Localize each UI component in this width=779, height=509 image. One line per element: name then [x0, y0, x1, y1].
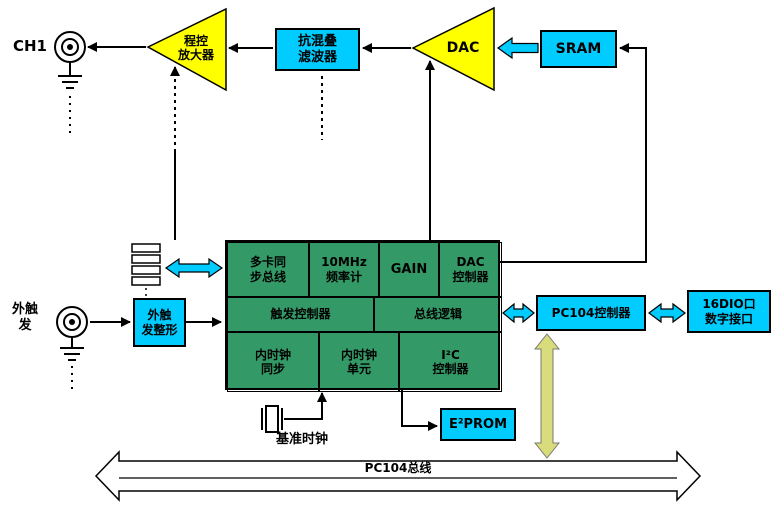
i2c-controller-cell: I²C 控制器	[399, 332, 502, 392]
arrow-pc104-dio-icon	[648, 302, 686, 324]
sram-box: SRAM	[540, 30, 617, 68]
int-clock-unit-cell: 内时钟 单元	[319, 332, 399, 392]
multi-card-sync-cell: 多卡同 步总线	[227, 242, 309, 297]
int-clock-sync-cell: 内时钟 同步	[227, 332, 319, 392]
fpga-logic-block: 多卡同 步总线 10MHz 频率计 GAIN DAC 控制器 触发控制器 总线逻…	[225, 240, 502, 392]
pc104-controller-box: PC104控制器	[536, 295, 646, 331]
trigger-controller-cell: 触发控制器	[227, 297, 374, 332]
dac-triangle-icon	[411, 6, 495, 92]
arrow-pc104-bus-vertical-icon	[533, 333, 561, 459]
arrow-sync-bus-icon	[164, 257, 224, 279]
eeprom-box: E²PROM	[440, 408, 516, 441]
freq-counter-cell: 10MHz 频率计	[309, 242, 379, 297]
anti-alias-filter-box: 抗混叠 滤波器	[275, 28, 360, 71]
dio-interface-box: 16DIO口 数字接口	[687, 290, 771, 333]
crystal-oscillator-icon	[261, 405, 283, 433]
ground-symbol-ch1-icon	[58, 62, 82, 138]
bnc-connector-ch1-icon	[54, 31, 86, 63]
bus-logic-cell: 总线逻辑	[374, 297, 502, 332]
ground-symbol-trigger-icon	[60, 337, 84, 392]
arrow-fpga-pc104-icon	[502, 302, 535, 324]
pc104-bus-label: PC104总线	[364, 461, 432, 476]
sync-connector-stack-icon	[131, 243, 161, 300]
signal-lines	[87, 42, 647, 431]
amp-label: 程控 放大器	[177, 33, 214, 62]
gain-cell: GAIN	[379, 242, 439, 297]
amp-triangle-icon	[146, 7, 227, 92]
cyan-bus-arrows	[164, 36, 686, 324]
dac-controller-cell: DAC 控制器	[439, 242, 502, 297]
bnc-connector-trigger-icon	[56, 306, 88, 338]
ext-trigger-label: 外触 发	[11, 302, 38, 333]
ref-clock-label: 基准时钟	[275, 432, 328, 448]
pc104-bus-arrow-icon	[94, 450, 702, 502]
ch1-label: CH1	[13, 37, 47, 55]
trigger-shaper-box: 外触 发整形	[133, 298, 186, 347]
dac-label: DAC	[446, 39, 480, 56]
arrow-sram-to-dac-icon	[496, 36, 539, 60]
